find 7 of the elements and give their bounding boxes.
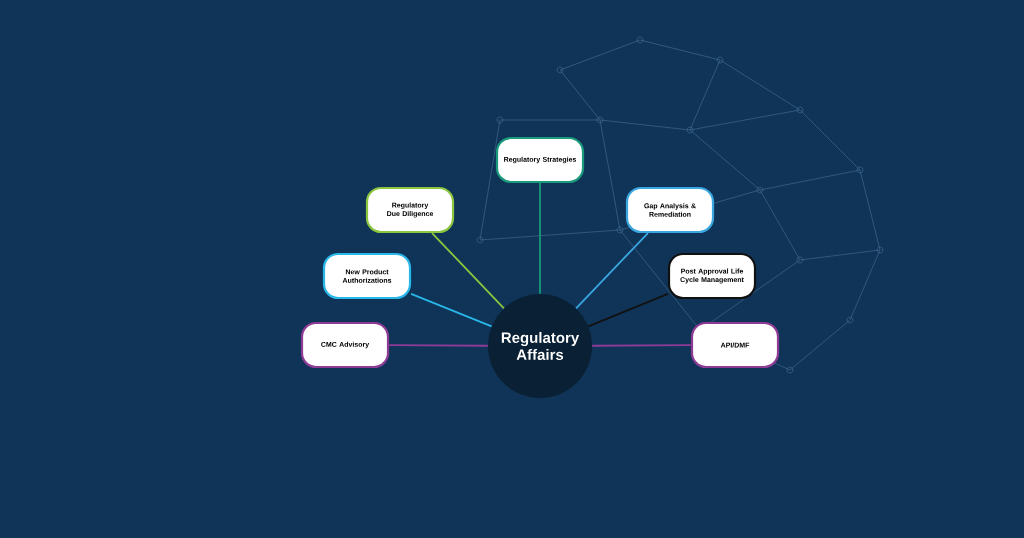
connector-line bbox=[591, 344, 692, 347]
connector-line bbox=[575, 232, 649, 310]
connector-line bbox=[410, 292, 493, 328]
connector-line bbox=[539, 182, 541, 295]
connector-line bbox=[388, 344, 489, 347]
connector-line bbox=[431, 232, 505, 310]
connector-line bbox=[587, 293, 669, 328]
